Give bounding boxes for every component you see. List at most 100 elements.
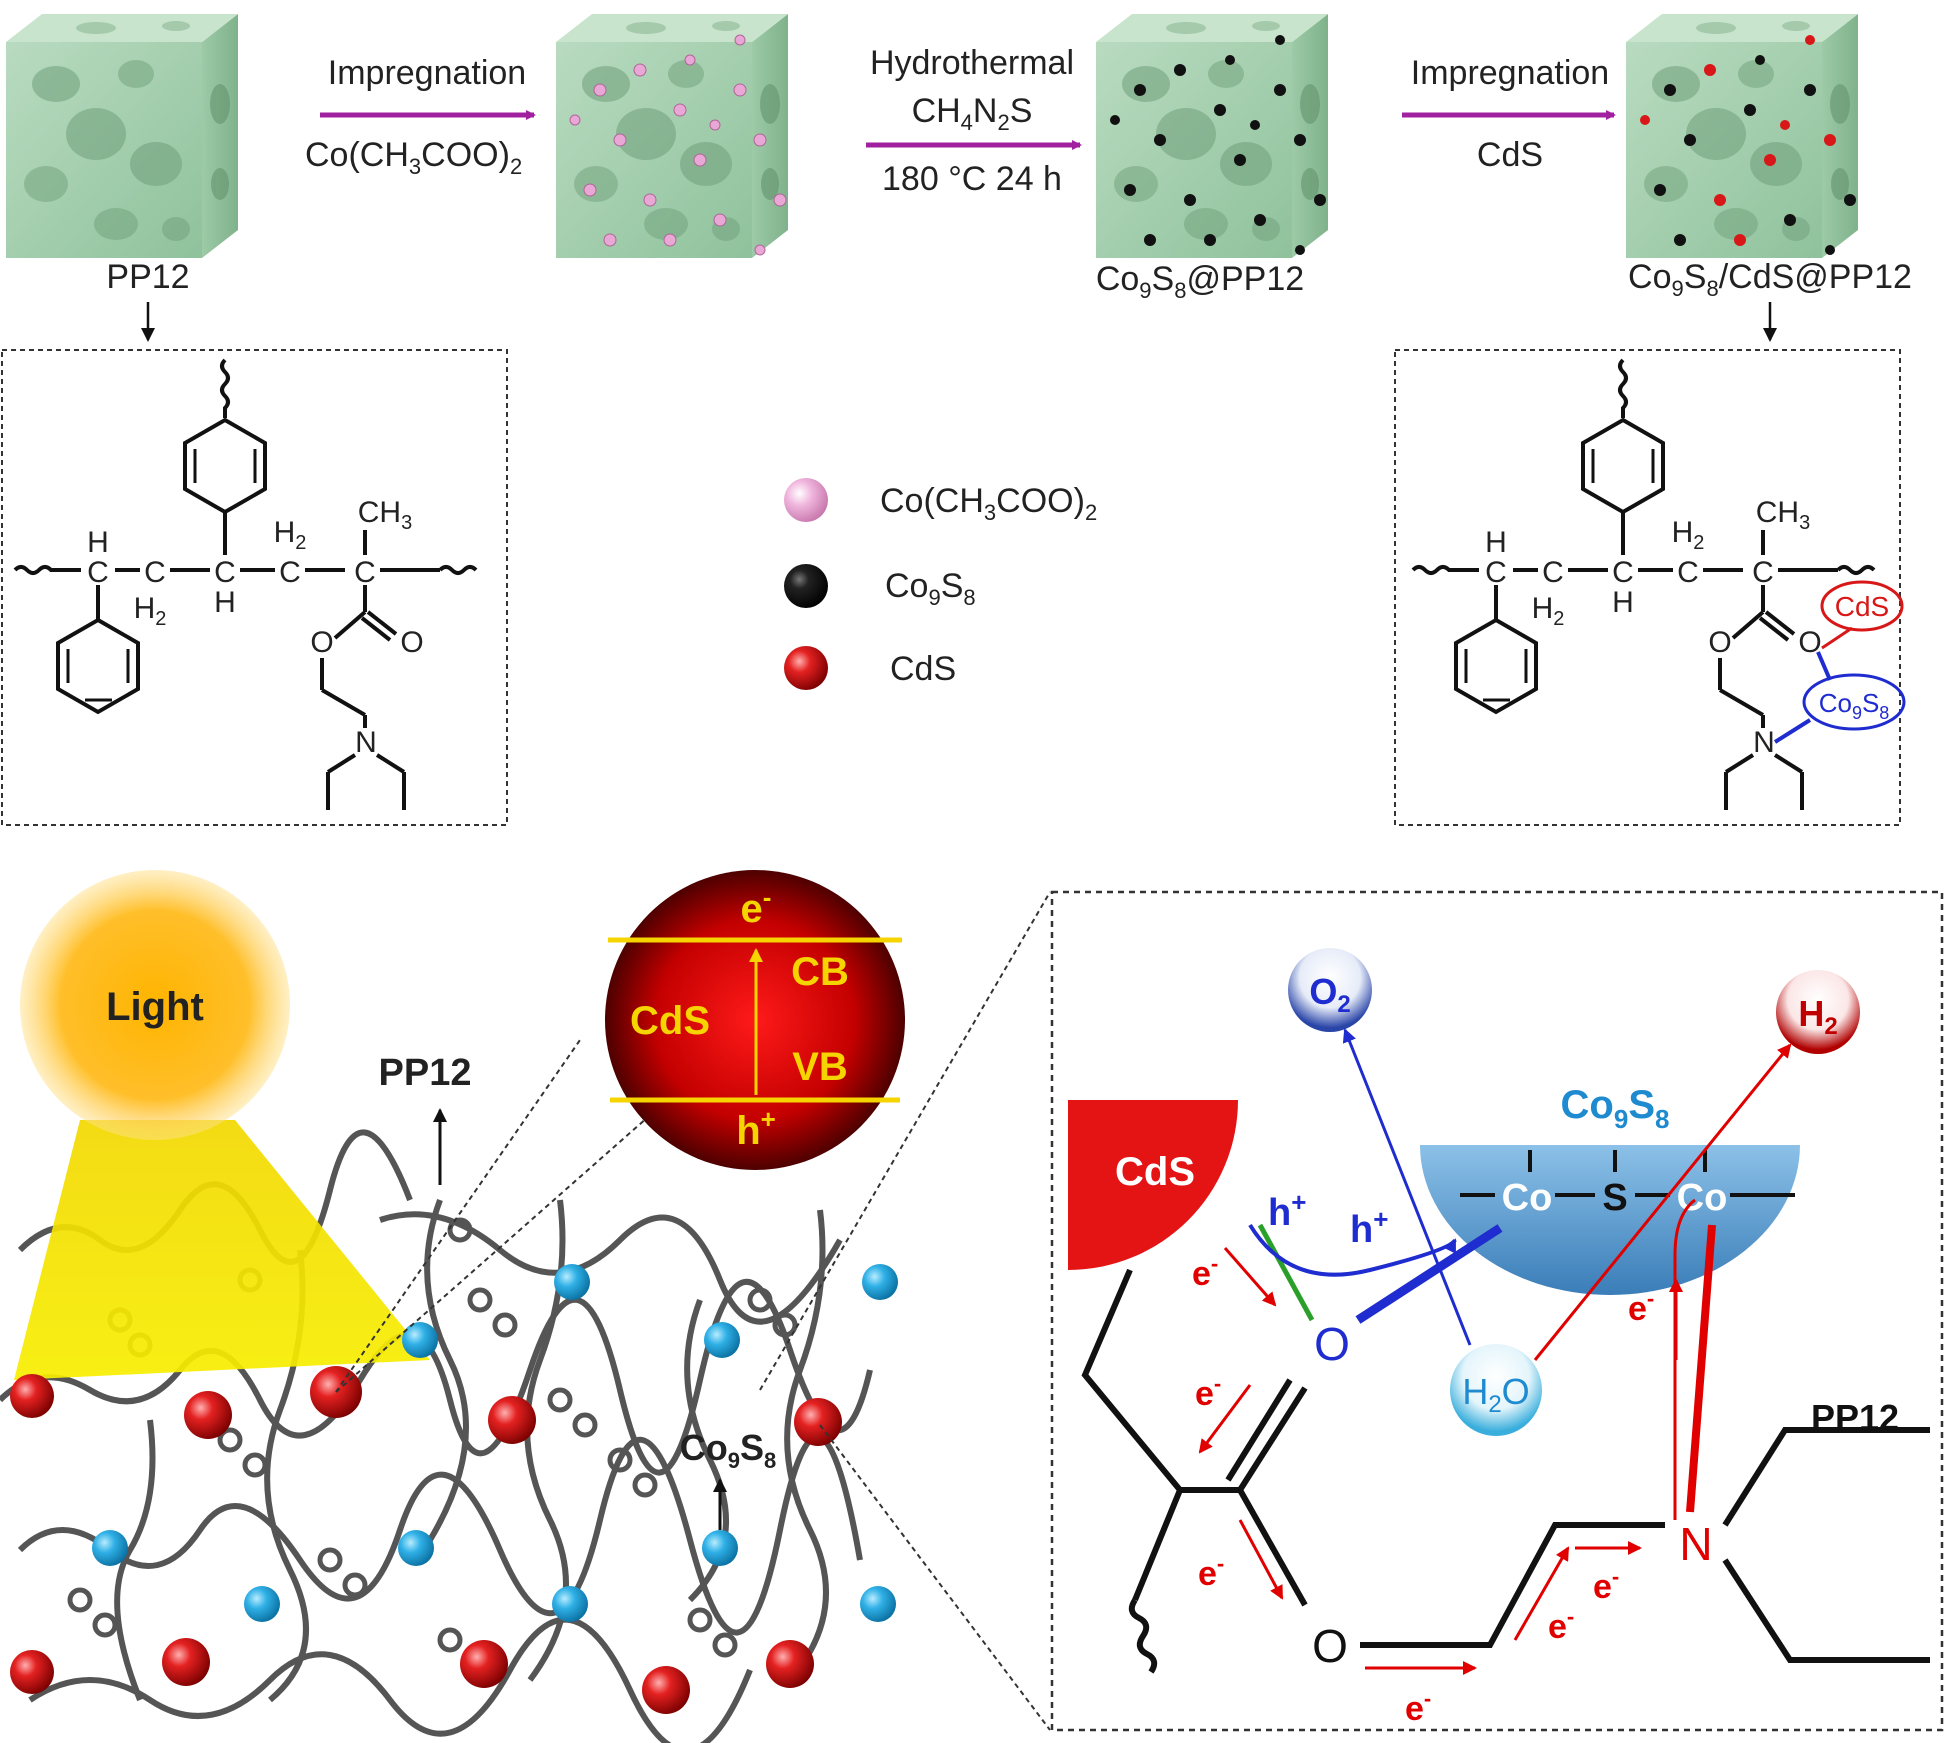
electron-to-co-path [1673, 1198, 1696, 1520]
hole-label: h+ [1268, 1187, 1306, 1234]
electron-label: e- [1195, 1371, 1221, 1413]
zoom-co-atom-left: Co [1502, 1177, 1553, 1219]
co9s8-dots [1110, 35, 1326, 255]
electron-label: e- [1198, 1551, 1224, 1593]
zoom-cds-label: CdS [1115, 1150, 1195, 1194]
band-vb-label: VB [792, 1045, 848, 1089]
o2-ball [1288, 948, 1372, 1032]
co9s8-dome [1420, 1145, 1800, 1295]
light-beam [14, 1120, 430, 1380]
hole-label: h+ [1350, 1204, 1388, 1251]
pp12-structure-box: H C C H2 C H C H2 C CH3 O O N [1, 349, 508, 826]
atom-c: C [87, 556, 109, 589]
legend-cds-ball [784, 646, 828, 690]
cds-tag: CdS [1835, 591, 1889, 622]
zoom-pp12-label: PP12 [1811, 1397, 1899, 1438]
methyl-group: CH3 [1756, 496, 1810, 534]
legend-co9s8-label: Co9S8 [885, 567, 976, 610]
atom-o: O [310, 626, 333, 659]
oxidation-arrow [1342, 1028, 1472, 1346]
legend-co-acetate-ball [784, 478, 828, 522]
step2-conditions-label: 180 °C 24 h [882, 160, 1062, 198]
impregnated-cube [556, 14, 788, 258]
atom-h: H [1485, 526, 1507, 559]
cds-o-bond [1257, 1223, 1315, 1322]
reduction-arrow [1533, 1043, 1792, 1361]
atom-c: C [1752, 556, 1774, 589]
step2-reagent-label: CH4N2S [912, 92, 1033, 135]
composite-label: Co9S8/CdS@PP12 [1628, 258, 1912, 301]
band-cds-label: CdS [630, 999, 710, 1043]
atom-h2: H2 [274, 516, 307, 554]
co9s8-particles [92, 1264, 898, 1622]
atom-h2: H2 [1532, 592, 1565, 630]
network-co9s8-label: Co9S8 [680, 1427, 777, 1473]
synthesis-scheme: Impregnation Co(CH3COO)2 Hydrothermal CH… [6, 14, 1912, 342]
o-co-bond [1355, 1224, 1503, 1324]
band-hole: h+ [736, 1104, 776, 1153]
step1-top-label: Impregnation [328, 54, 526, 92]
atom-h: H [87, 526, 109, 559]
pp12-label: PP12 [106, 258, 189, 296]
electron-label: e- [1628, 1286, 1654, 1328]
atom-c: C [354, 556, 376, 589]
atom-o: O [1798, 626, 1821, 659]
co9s8-pp12-cube [1096, 14, 1328, 258]
co9s8-tag-ellipse [1802, 673, 1906, 731]
co9s8-tag: Co9S8 [1819, 688, 1890, 723]
zoom-co9s8-label: Co9S8 [1561, 1083, 1670, 1134]
o2-label: O2 [1309, 971, 1350, 1018]
h2o-label: H2O [1462, 1371, 1529, 1418]
legend-co-acetate-label: Co(CH3COO)2 [880, 482, 1097, 525]
network-pp12-label: PP12 [379, 1052, 472, 1094]
legend-cds-label: CdS [890, 650, 956, 688]
atom-n: N [1753, 726, 1775, 759]
step2-top-label: Hydrothermal [870, 44, 1074, 82]
pp12-cube [6, 14, 238, 258]
zoom-n-atom: N [1679, 1518, 1712, 1570]
atom-h2: H2 [1672, 516, 1705, 554]
methyl-group: CH3 [358, 496, 412, 534]
atom-o: O [400, 626, 423, 659]
step3-top-label: Impregnation [1411, 54, 1609, 92]
pp12-skeleton [1081, 1268, 1930, 1674]
composite-structure-box: CdS Co9S8 H C C H2 C H C H2 C CH3 O O N [1394, 349, 1906, 826]
h2o-ball [1450, 1344, 1542, 1436]
atom-h: H [1612, 586, 1634, 619]
step3-bottom-label: CdS [1477, 136, 1543, 174]
electron-label: e- [1593, 1564, 1619, 1606]
electron-label: e- [1548, 1604, 1574, 1646]
legend-co9s8-ball [784, 564, 828, 608]
zoom-s-atom: S [1602, 1177, 1627, 1219]
cds-particles [10, 1366, 842, 1714]
electron-flow-arrows [1198, 1247, 1642, 1675]
electron-label: e- [1192, 1251, 1218, 1293]
light-label: Light [106, 985, 204, 1029]
cds-wedge [1068, 1100, 1238, 1270]
composite-cube [1626, 14, 1858, 258]
band-cb-label: CB [791, 950, 849, 994]
h2-ball [1776, 970, 1860, 1054]
atom-c: C [144, 556, 166, 589]
light-source [20, 870, 290, 1140]
co9s8-pp12-label: Co9S8@PP12 [1096, 260, 1304, 303]
n-co-bond [1686, 1224, 1716, 1513]
electron-label: e- [1405, 1686, 1431, 1728]
composite-dots-black [1654, 55, 1856, 255]
composite-dots-red [1640, 35, 1836, 246]
zoom-ester-o: O [1312, 1620, 1348, 1672]
atom-c: C [1542, 556, 1564, 589]
interface-mechanism-box: CdS Co9S8 Co S Co O [1050, 890, 1944, 1732]
h2-label: H2 [1798, 993, 1837, 1040]
step1-bottom-label: Co(CH3COO)2 [305, 136, 522, 179]
cds-tag-ellipse [1820, 580, 1904, 632]
hole-transfer-arrow [1248, 1223, 1457, 1277]
atom-c: C [1485, 556, 1507, 589]
co-acetate-dots [569, 34, 787, 256]
atom-c: C [279, 556, 301, 589]
atom-c: C [1677, 556, 1699, 589]
atom-c: C [214, 556, 236, 589]
atom-h2: H2 [134, 592, 167, 630]
atom-o: O [1708, 626, 1731, 659]
